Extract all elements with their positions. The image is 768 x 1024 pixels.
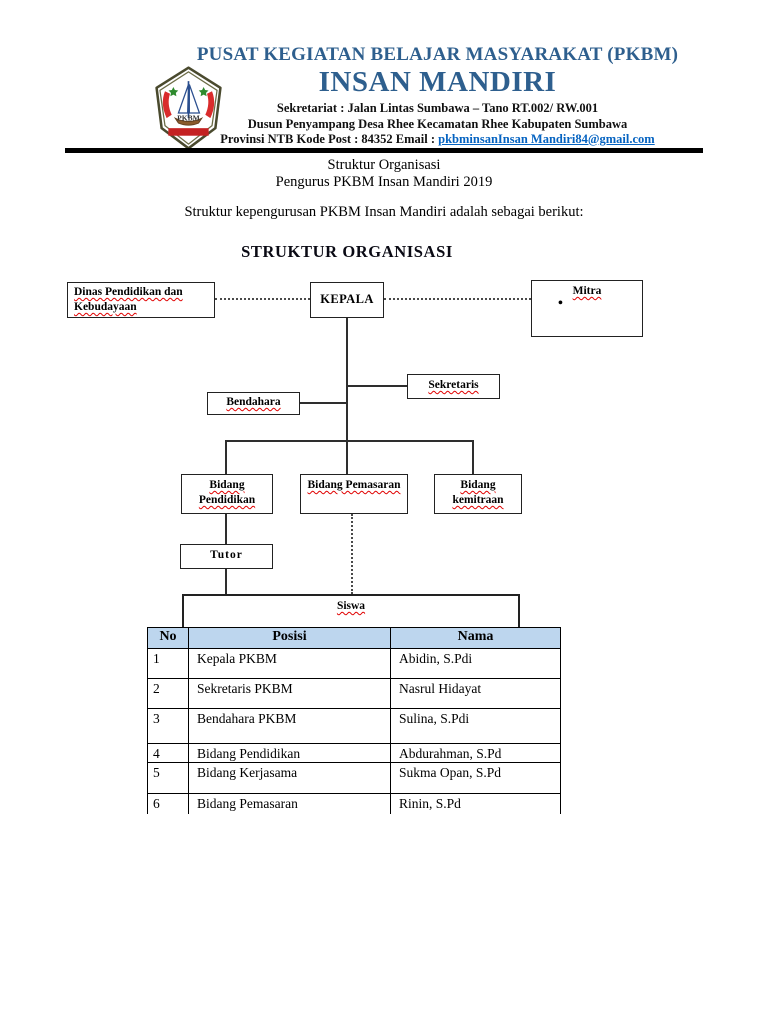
cell-nama: Rinin, S.Pd <box>390 793 561 814</box>
cell-no: 3 <box>147 708 189 744</box>
cell-nama: Nasrul Hidayat <box>390 678 561 709</box>
cell-no: 4 <box>147 742 189 764</box>
org-node-siswa: Siswa <box>182 594 520 627</box>
org-node-siswa-label: Siswa <box>336 600 366 612</box>
table-row: 2 Sekretaris PKBM Nasrul Hidayat <box>147 678 561 709</box>
org-type-title: PUSAT KEGIATAN BELAJAR MASYARAKAT (PKBM) <box>196 44 679 65</box>
connector-sekretaris <box>346 385 407 387</box>
address-line-3-prefix: Provinsi NTB Kode Post : 84352 Email : <box>220 131 439 146</box>
table-row: 6 Bidang Pemasaran Rinin, S.Pd <box>147 793 561 814</box>
org-node-mitra: Mitra • <box>531 280 643 337</box>
org-node-bidang-pemasaran: Bidang Pemasaran <box>300 474 408 514</box>
cell-posisi: Bidang Pendidikan <box>188 742 391 764</box>
mitra-bullet: • <box>558 296 563 311</box>
cell-no: 2 <box>147 678 189 709</box>
org-node-bidang-pemasaran-label: Bidang Pemasaran <box>307 479 401 491</box>
email-link[interactable]: pkbminsanInsan Mandiri84@gmail.com <box>438 131 655 146</box>
org-node-mitra-label: Mitra <box>572 285 602 297</box>
table-row: 4 Bidang Pendidikan Abdurahman, S.Pd <box>147 742 561 764</box>
cell-no: 6 <box>147 793 189 814</box>
org-node-sekretaris-label: Sekretaris <box>428 379 479 391</box>
connector-drop-kemitraan <box>472 440 474 474</box>
logo-text: PKBM <box>177 114 200 123</box>
table-row: 5 Bidang Kerjasama Sukma Opan, S.Pd <box>147 762 561 795</box>
col-header-no: No <box>147 627 189 649</box>
org-name-title: INSAN MANDIRI <box>318 65 557 98</box>
org-node-kepala-label: KEPALA <box>320 292 374 306</box>
connector-drop-pendidikan <box>225 440 227 474</box>
table-row: 1 Kepala PKBM Abidin, S.Pdi <box>147 648 561 679</box>
connector-dinas-kepala <box>215 298 310 300</box>
address-line-2: Dusun Penyampang Desa Rhee Kecamatan Rhe… <box>247 116 628 131</box>
connector-distribution <box>225 440 474 442</box>
org-node-bidang-kemitraan-label: Bidang kemitraan <box>452 479 504 506</box>
org-node-dinas: Dinas Pendidikan dan Kebudayaan <box>67 282 215 318</box>
org-node-bidang-kemitraan: Bidang kemitraan <box>434 474 522 514</box>
chart-heading: STRUKTUR ORGANISASI <box>241 242 453 261</box>
address-line-1: Sekretariat : Jalan Lintas Sumbawa – Tan… <box>276 101 599 116</box>
cell-nama: Sulina, S.Pdi <box>390 708 561 744</box>
cell-nama: Abidin, S.Pdi <box>390 648 561 679</box>
org-node-dinas-label: Dinas Pendidikan dan Kebudayaan <box>74 286 183 313</box>
connector-kepala-down <box>346 318 348 474</box>
connector-pemasaran-siswa <box>351 514 353 594</box>
org-node-sekretaris: Sekretaris <box>407 374 500 399</box>
intro-paragraph: Struktur kepengurusan PKBM Insan Mandiri… <box>184 204 584 220</box>
org-node-bendahara: Bendahara <box>207 392 300 415</box>
col-header-nama: Nama <box>390 627 561 649</box>
connector-pendidikan-tutor <box>225 514 227 544</box>
org-node-tutor: Tutor <box>180 544 273 569</box>
org-node-kepala: KEPALA <box>310 282 384 318</box>
org-node-bidang-pendidikan: Bidang Pendidikan <box>181 474 273 514</box>
org-node-bidang-pendidikan-label: Bidang Pendidikan <box>198 479 256 506</box>
letterhead-divider <box>65 148 703 153</box>
cell-no: 5 <box>147 762 189 795</box>
org-node-tutor-label: Tutor <box>210 549 243 561</box>
cell-posisi: Bidang Pemasaran <box>188 793 391 814</box>
doc-subtitle-line1: Struktur Organisasi <box>327 157 441 173</box>
org-node-bendahara-label: Bendahara <box>226 396 281 408</box>
cell-posisi: Sekretaris PKBM <box>188 678 391 709</box>
col-header-posisi: Posisi <box>188 627 391 649</box>
pkbm-logo-icon: PKBM <box>155 66 222 150</box>
table-header-row: No Posisi Nama <box>147 627 561 649</box>
connector-tutor-siswa <box>225 569 227 594</box>
connector-kepala-mitra <box>384 298 531 300</box>
connector-bendahara <box>300 402 346 404</box>
address-line-3: Provinsi NTB Kode Post : 84352 Email : p… <box>175 132 700 147</box>
cell-posisi: Bidang Kerjasama <box>188 762 391 795</box>
cell-no: 1 <box>147 648 189 679</box>
doc-subtitle-line2: Pengurus PKBM Insan Mandiri 2019 <box>275 174 493 190</box>
cell-posisi: Bendahara PKBM <box>188 708 391 744</box>
personnel-table: No Posisi Nama 1 Kepala PKBM Abidin, S.P… <box>147 627 561 814</box>
table-row: 3 Bendahara PKBM Sulina, S.Pdi <box>147 708 561 744</box>
cell-posisi: Kepala PKBM <box>188 648 391 679</box>
cell-nama: Abdurahman, S.Pd <box>390 742 561 764</box>
letterhead: PUSAT KEGIATAN BELAJAR MASYARAKAT (PKBM)… <box>175 44 700 147</box>
cell-nama: Sukma Opan, S.Pd <box>390 762 561 795</box>
